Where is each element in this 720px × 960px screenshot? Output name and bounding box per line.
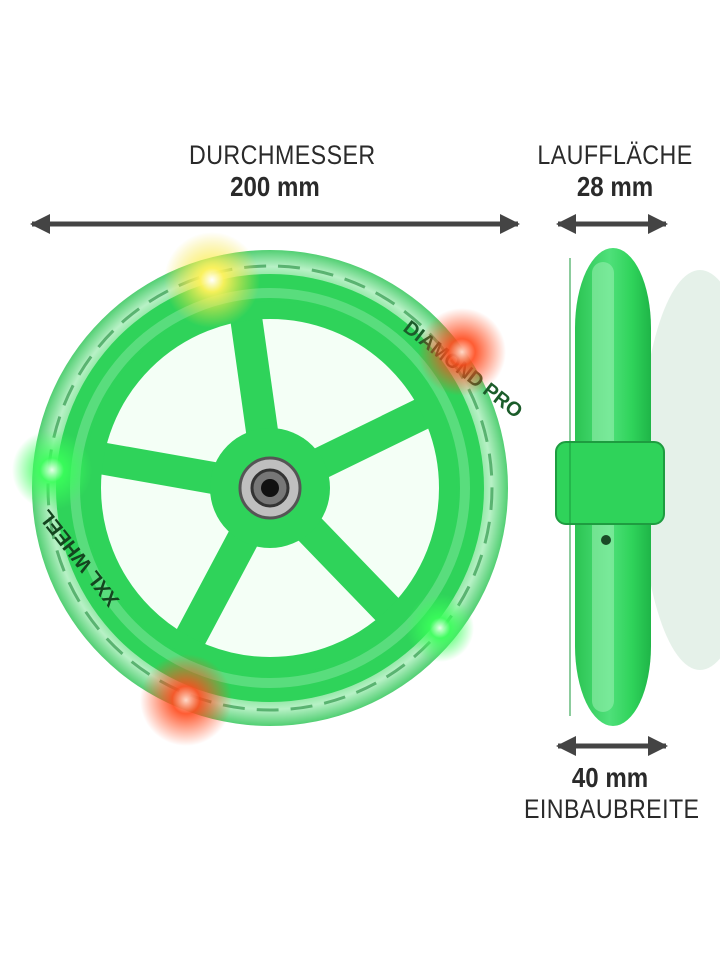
diameter-label: DURCHMESSER [189, 140, 376, 170]
led-green-bottom [406, 594, 474, 662]
tread-value: 28 mm [576, 171, 654, 203]
mount-width-dimension: 40 mm EINBAUBREITE [510, 762, 710, 825]
led-yellow [164, 232, 260, 328]
diameter-value: 200 mm [230, 171, 320, 203]
mount-width-value: 40 mm [571, 762, 649, 793]
valve [601, 535, 611, 545]
side-hub [555, 441, 665, 525]
led-green-left [12, 430, 92, 510]
led-red-top [418, 308, 506, 396]
tread-label: LAUFFLÄCHE [537, 140, 693, 170]
diameter-dimension: DURCHMESSER 200 mm [175, 140, 375, 203]
mount-width-label: EINBAUBREITE [524, 794, 700, 825]
tread-dimension: LAUFFLÄCHE 28 mm [515, 140, 715, 203]
led-red-bottom [140, 654, 232, 746]
side-shadow [640, 270, 720, 670]
